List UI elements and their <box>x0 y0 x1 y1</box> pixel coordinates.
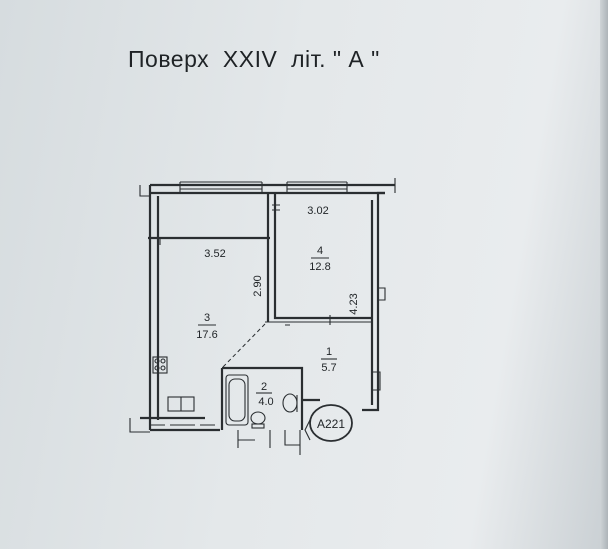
open-passage <box>221 323 266 369</box>
dimension-vertical-left: 2.90 <box>252 275 264 296</box>
floor-title: Поверх XXIV літ. " А " <box>128 46 380 72</box>
apartment-badge-circle <box>309 404 353 442</box>
room-number-4: 4 <box>317 245 323 257</box>
radiators <box>150 419 311 455</box>
stove-icon <box>152 356 168 374</box>
room-area-3: 17.6 <box>196 329 217 341</box>
dimension-top-right: 3.02 <box>307 205 328 217</box>
page-edge-shadow <box>600 0 608 549</box>
dimension-vertical-right: 4.23 <box>348 293 360 314</box>
interior-walls <box>148 193 372 430</box>
room-number-1: 1 <box>326 346 332 358</box>
room-area-1: 5.7 <box>321 362 336 374</box>
room-number-2: 2 <box>261 381 267 393</box>
windows <box>179 181 386 391</box>
room-area-4: 12.8 <box>309 261 330 273</box>
room-area-2: 4.0 <box>258 396 273 408</box>
toilet-icon <box>250 411 266 429</box>
kitchen-sink-icon <box>167 396 195 412</box>
dimension-left: 3.52 <box>204 248 225 260</box>
room-number-3: 3 <box>204 312 210 324</box>
apartment-badge: А221 <box>317 417 345 431</box>
bathtub-icon <box>225 374 249 426</box>
sink-icon <box>282 393 298 413</box>
